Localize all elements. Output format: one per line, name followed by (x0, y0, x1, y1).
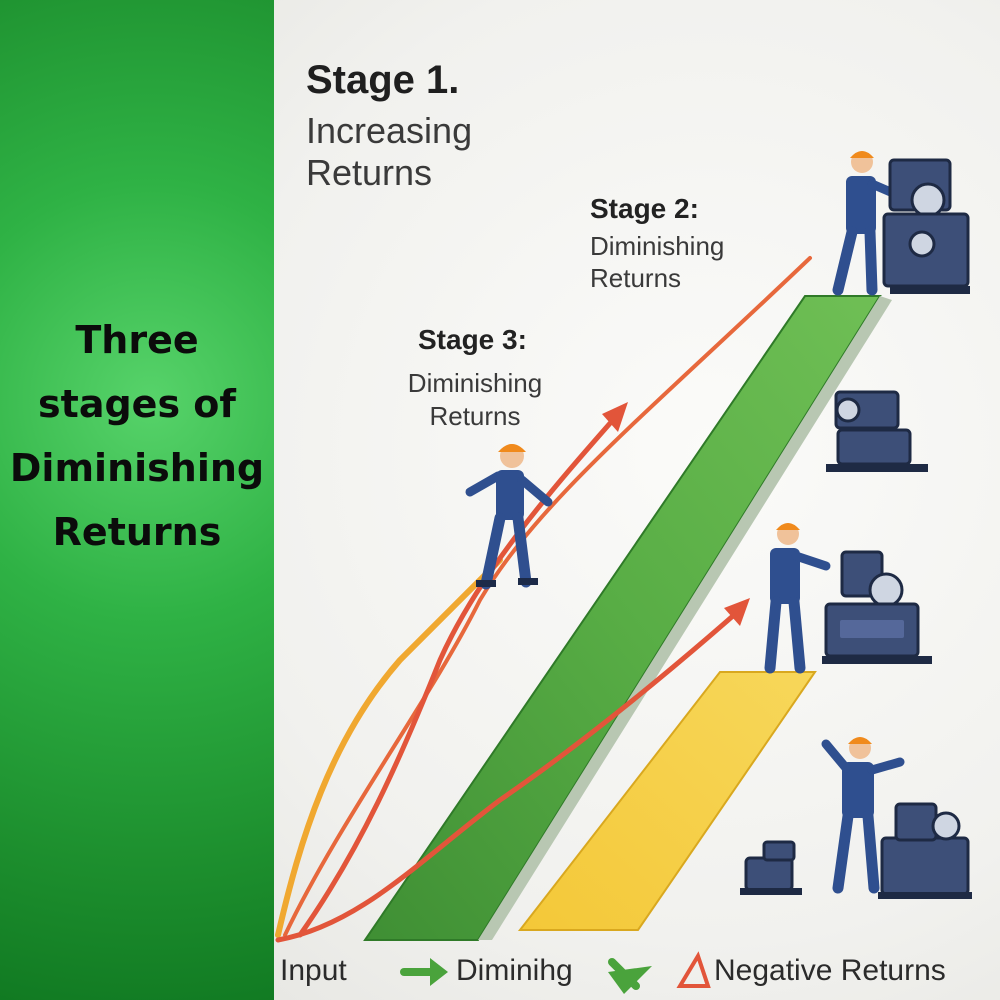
legend-negative-returns: Negative Returns (714, 954, 946, 987)
stage2-heading: Stage 2: (590, 193, 699, 224)
machine-icon (740, 840, 802, 895)
stage3-subtitle-line: Diminishing (407, 368, 543, 398)
stage1-heading: Stage 1. (306, 58, 460, 102)
red-arrowhead-icon (602, 402, 628, 432)
worker-icon (465, 444, 553, 590)
left-green-panel: Three stages of Diminishing Returns (0, 0, 274, 1000)
legend: Input Diminihg Negative Returns (278, 948, 998, 994)
stage1-subtitle-line: Returns (306, 152, 433, 193)
machine-icon (882, 158, 970, 294)
stage3-subtitle-line: Returns (429, 401, 521, 431)
stage2-subtitle: Diminishing Returns (590, 230, 770, 294)
stage3-subtitle: Diminishing Returns (380, 367, 570, 433)
red-triangle-icon (676, 951, 711, 988)
red-arrow-stage3 (297, 409, 623, 938)
title-line: Diminishing (9, 446, 265, 490)
green-ramp-shadow (478, 296, 892, 940)
orange-curve (275, 557, 503, 938)
red-curve-stage2 (283, 256, 812, 937)
green-arrow-icon (400, 958, 448, 986)
worker-icon (821, 737, 905, 894)
page-title: Three stages of Diminishing Returns (0, 308, 274, 564)
worker-icon (832, 151, 905, 296)
stage2-subtitle-line: Diminishing (590, 231, 725, 261)
yellow-ramp (517, 671, 817, 931)
machine-icon (826, 390, 928, 472)
stage1-subtitle: Increasing Returns (306, 110, 526, 194)
red-arrow-lower (275, 605, 745, 943)
stage2-subtitle-line: Returns (590, 263, 682, 293)
red-arrowhead-icon (724, 598, 750, 626)
green-arrow-icon (608, 958, 652, 994)
legend-input: Input (280, 954, 347, 987)
worker-icon (764, 523, 831, 674)
legend-diminishing: Diminihg (456, 954, 573, 987)
title-line: stages of (38, 382, 236, 426)
stage3-heading: Stage 3: (418, 324, 527, 355)
title-line: Returns (52, 510, 222, 554)
machine-icon (878, 802, 972, 899)
title-line: Three (75, 318, 199, 362)
stage1-subtitle-line: Increasing (306, 110, 473, 151)
machine-icon (822, 550, 932, 664)
